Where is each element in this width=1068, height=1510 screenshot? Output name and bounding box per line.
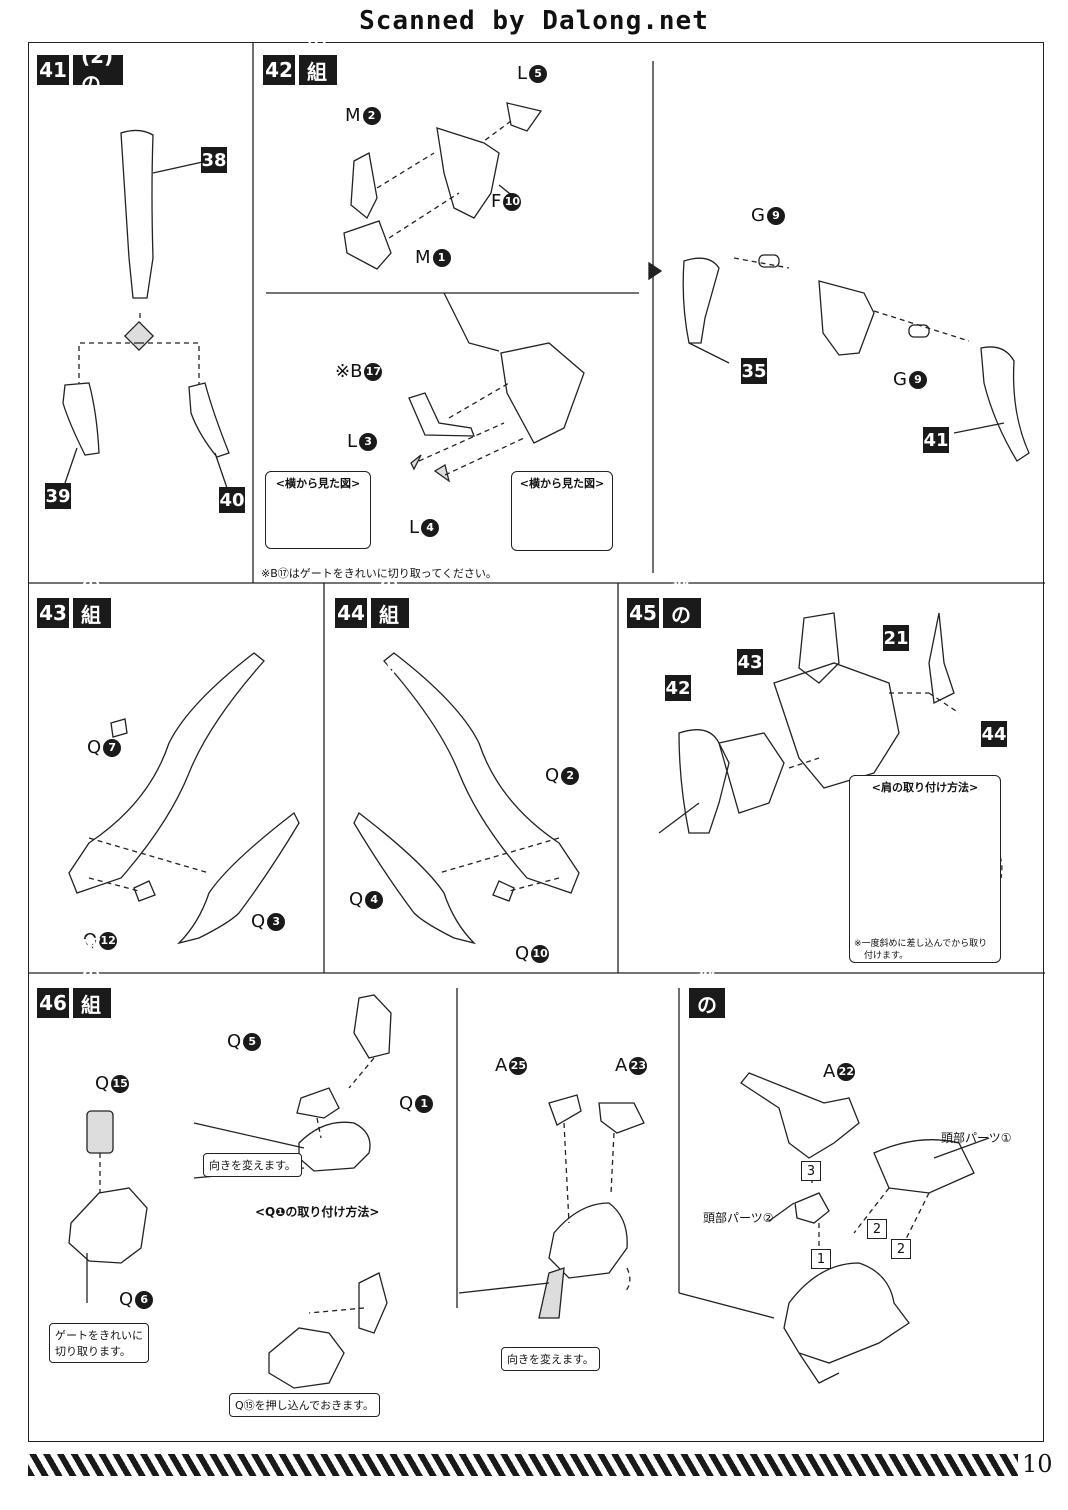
part-number-43: 43: [737, 649, 763, 675]
step-41-title: 41 左腕(2)の完成: [37, 0, 124, 154]
step-heading: 左肩の組み立て: [371, 516, 409, 714]
page-number: 10: [1022, 1450, 1053, 1478]
assembly-order-3: 3: [801, 1161, 821, 1181]
turn-direction-note-2: 向きを変えます。: [501, 1347, 600, 1371]
part-number-41: 41: [923, 427, 949, 453]
part-number-39: 39: [45, 483, 71, 509]
step-heading: 胸部の完成: [663, 545, 701, 685]
assembly-order-2b: 2: [891, 1239, 911, 1259]
head-complete-title: 頭部の完成: [689, 935, 725, 1075]
side-view-box-right: <横から見た図>: [511, 471, 613, 551]
step-46-title: 46 頭部の組み立て: [37, 906, 111, 1104]
part-number-44: 44: [981, 721, 1007, 747]
step-number: 45: [627, 598, 659, 628]
step-heading: 頭部の組み立て: [73, 906, 111, 1104]
assembly-order-2a: 2: [867, 1219, 887, 1239]
part-number-42: 42: [665, 675, 691, 701]
part-number-38: 38: [201, 147, 227, 173]
push-in-note: Q⑮を押し込んでおきます。: [229, 1393, 381, 1417]
part-number-40: 40: [219, 487, 245, 513]
head-part-2-label: 頭部パーツ②: [703, 1211, 774, 1225]
part-number-35: 35: [741, 358, 767, 384]
step-45-title: 45 胸部の完成: [627, 545, 701, 685]
side-view-box-left: <横から見た図>: [265, 471, 371, 549]
step-number: 41: [37, 55, 69, 85]
step-44-title: 44 左肩の組み立て: [335, 516, 409, 714]
step-number: 43: [37, 598, 69, 628]
step-42-title: 42 胸部の組み立て: [263, 2, 337, 171]
step-number: 44: [335, 598, 367, 628]
step-heading: 頭部の完成: [689, 935, 725, 1075]
footer-stripe: [28, 1454, 1018, 1476]
gate-note: ※B⑰はゲートをきれいに切り取ってください。: [261, 567, 497, 580]
instruction-frame: 41 左腕(2)の完成 38 39 40 42 胸部の組み立て M2 L5 F1…: [28, 0, 1045, 1442]
gate-trim-note: ゲートをきれいに 切り取ります。: [49, 1323, 149, 1363]
step-43-title: 43 右肩の組み立て: [37, 516, 111, 714]
step-heading: 右肩の組み立て: [73, 516, 111, 714]
step-number: 42: [263, 55, 295, 85]
shoulder-attach-method-box: <肩の取り付け方法> ※一度斜めに差し込んでから取り 付けます。: [849, 775, 1001, 963]
part-number-21: 21: [883, 625, 909, 651]
scan-credit: Scanned by Dalong.net: [359, 6, 709, 36]
step-number: 46: [37, 988, 69, 1018]
step-heading: 胸部の組み立て: [299, 2, 337, 171]
assembly-order-1: 1: [811, 1249, 831, 1269]
turn-direction-note: 向きを変えます。: [203, 1153, 302, 1177]
step-heading: 左腕(2)の完成: [73, 0, 124, 154]
assembly-line-art: [29, 43, 1045, 1389]
q1-attach-method-title: <Q❶の取り付け方法>: [255, 1205, 380, 1219]
head-part-1-label: 頭部パーツ①: [941, 1131, 1012, 1145]
